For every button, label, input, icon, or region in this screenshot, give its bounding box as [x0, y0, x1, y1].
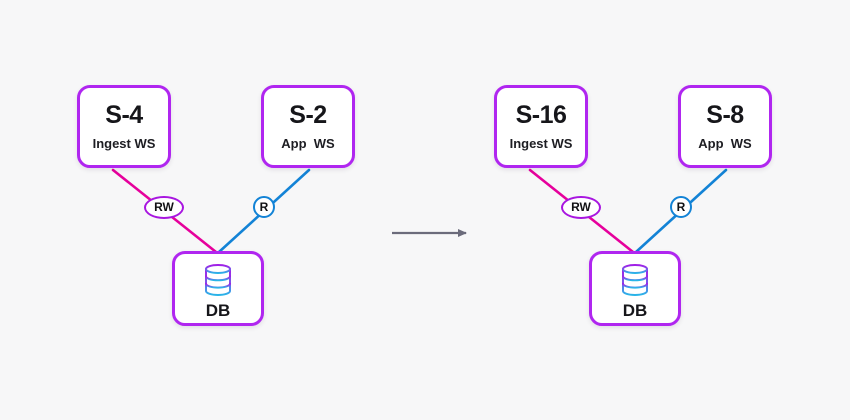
- node-size-label: S-2: [289, 101, 327, 129]
- database-node-label: DB: [622, 300, 648, 320]
- edge-badge-rw[interactable]: RW: [144, 195, 184, 219]
- node-role-label: Ingest WS: [92, 136, 156, 151]
- node-size-label: S-8: [706, 101, 744, 129]
- node-role-label: Ingest WS: [509, 136, 573, 151]
- edge-badge-r[interactable]: R: [670, 196, 692, 218]
- node-role-label: App WS: [281, 136, 335, 151]
- node-size-label: S-16: [515, 101, 567, 129]
- edge-badge-rw[interactable]: RW: [561, 195, 601, 219]
- node-role-label: App WS: [698, 136, 752, 151]
- database-node[interactable]: DB: [172, 251, 264, 326]
- node-size-label: S-4: [105, 101, 143, 129]
- database-cylinder-icon: [622, 263, 648, 296]
- database-cylinder-icon: [205, 263, 231, 296]
- edge-badge-r[interactable]: R: [253, 196, 275, 218]
- database-node[interactable]: DB: [589, 251, 681, 326]
- database-node-label: DB: [205, 300, 231, 320]
